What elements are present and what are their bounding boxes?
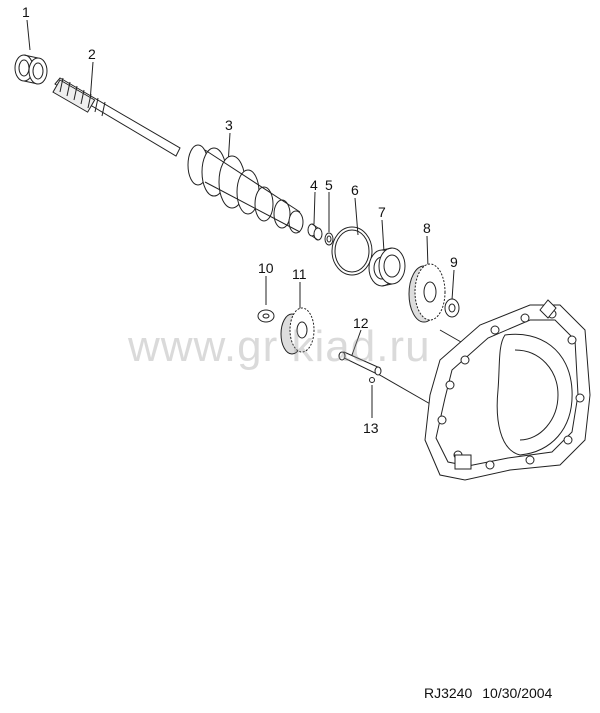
thrust-washer (444, 298, 460, 318)
callout-4: 4 (310, 177, 318, 193)
leader-lines (26, 19, 476, 418)
reverse-idler-gear (280, 307, 315, 355)
callout-12: 12 (353, 315, 369, 331)
washer (257, 309, 275, 323)
callout-11: 11 (292, 266, 307, 282)
small-ring (324, 232, 334, 246)
callout-8: 8 (423, 220, 431, 236)
ball-bearing (368, 247, 406, 287)
gear-cluster (187, 144, 304, 234)
idler-shaft (338, 351, 382, 376)
pin (369, 377, 375, 383)
plug (307, 223, 323, 241)
needle-bearing (14, 54, 48, 85)
callout-1: 1 (22, 4, 30, 20)
callout-2: 2 (88, 46, 96, 62)
callout-3: 3 (225, 117, 233, 133)
callout-6: 6 (351, 182, 359, 198)
callout-13: 13 (363, 420, 379, 436)
gear (408, 263, 446, 323)
watermark: www.gr kiad.ru (128, 322, 431, 371)
callout-10: 10 (258, 260, 274, 276)
drawing-code: RJ3240 (424, 685, 473, 701)
input-shaft (52, 77, 181, 157)
drawing-date: 10/30/2004 (482, 685, 553, 701)
callout-7: 7 (378, 204, 386, 220)
footer: RJ3240 10/30/2004 (424, 685, 552, 701)
transmission-housing (424, 299, 591, 481)
callout-9: 9 (450, 254, 458, 270)
snap-ring (331, 226, 373, 276)
callout-5: 5 (325, 177, 333, 193)
